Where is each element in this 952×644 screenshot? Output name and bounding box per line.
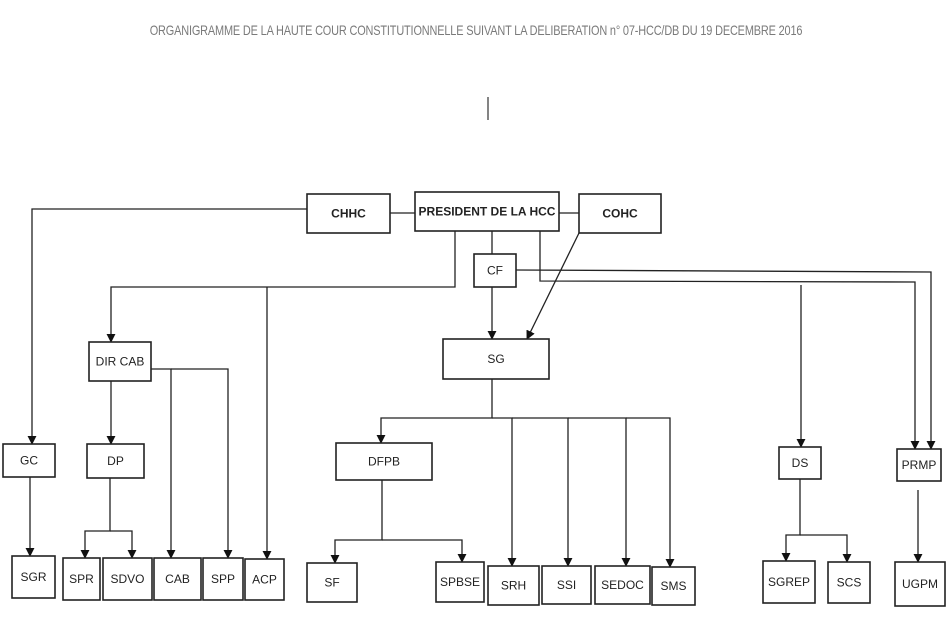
node-ugpm: UGPM (894, 561, 946, 607)
node-box-spbse (435, 561, 485, 603)
node-label-sgrep: SGREP (768, 575, 810, 589)
node-label-spp: SPP (211, 572, 235, 586)
connector-sg-to-dfpb (376, 379, 493, 444)
node-cohc: COHC (578, 193, 662, 234)
node-label-cohc: COHC (602, 207, 638, 221)
node-label-cab: CAB (165, 572, 190, 586)
connector-cohc-to-sg (526, 232, 580, 340)
node-box-sgrep (762, 560, 816, 604)
node-label-sdvo: SDVO (110, 572, 144, 586)
connector-sg-to-sedoc (568, 417, 631, 567)
node-dp: DP (86, 443, 145, 479)
node-box-chhc (306, 193, 391, 234)
node-box-spr (62, 557, 101, 601)
connector-sg-to-ssi (512, 417, 573, 567)
connector-dfpb-to-spbse (382, 539, 467, 563)
node-box-sg (442, 338, 550, 380)
node-label-ds: DS (792, 456, 809, 470)
node-label-sf: SF (324, 576, 339, 590)
node-spbse: SPBSE (435, 561, 485, 603)
connector-chhc-to-gc (27, 208, 307, 445)
node-prmp: PRMP (896, 448, 942, 482)
node-cf: CF (473, 253, 517, 288)
node-label-president: PRESIDENT DE LA HCC (419, 205, 556, 219)
node-label-sms: SMS (660, 579, 686, 593)
node-ds: DS (778, 446, 822, 480)
node-box-ugpm (894, 561, 946, 607)
node-label-sgr: SGR (20, 570, 46, 584)
node-label-gc: GC (20, 454, 38, 468)
node-chhc: CHHC (306, 193, 391, 234)
node-box-spp (202, 557, 244, 601)
node-label-chhc: CHHC (331, 207, 366, 221)
node-label-prmp: PRMP (902, 458, 937, 472)
node-acp: ACP (244, 558, 285, 601)
connector-sg-to-srh (492, 417, 517, 567)
node-box-sdvo (102, 557, 153, 601)
node-label-cf: CF (487, 264, 503, 278)
chart-title: ORGANIGRAMME DE LA HAUTE COUR CONSTITUTI… (149, 22, 803, 38)
connector-dircab-to-cab (151, 368, 176, 559)
node-box-dfpb (335, 442, 433, 481)
node-president: PRESIDENT DE LA HCC (414, 191, 560, 232)
node-label-spr: SPR (69, 572, 94, 586)
node-label-ssi: SSI (557, 578, 576, 592)
node-box-president (414, 191, 560, 232)
node-box-gc (2, 443, 56, 478)
connector-cf-to-prmp (515, 269, 936, 450)
node-label-spbse: SPBSE (440, 575, 480, 589)
connector-dp-to-spr (80, 478, 111, 559)
node-sgr: SGR (11, 555, 56, 599)
node-dircab: DIR CAB (88, 341, 152, 382)
node-sedoc: SEDOC (594, 565, 651, 605)
node-box-sgr (11, 555, 56, 599)
node-box-scs (827, 561, 871, 604)
node-sdvo: SDVO (102, 557, 153, 601)
node-box-srh (487, 565, 540, 606)
node-spr: SPR (62, 557, 101, 601)
node-box-dircab (88, 341, 152, 382)
node-sgrep: SGREP (762, 560, 816, 604)
connector-president-to-dircab (106, 231, 456, 343)
connector-ds-to-sgrep (781, 479, 801, 562)
node-box-cf (473, 253, 517, 288)
node-box-dp (86, 443, 145, 479)
node-box-sms (651, 566, 696, 606)
node-box-cab (153, 557, 202, 601)
node-box-prmp (896, 448, 942, 482)
node-label-srh: SRH (501, 579, 526, 593)
node-gc: GC (2, 443, 56, 478)
node-cab: CAB (153, 557, 202, 601)
node-sg: SG (442, 338, 550, 380)
node-label-ugpm: UGPM (902, 577, 938, 591)
node-srh: SRH (487, 565, 540, 606)
node-box-sf (306, 562, 358, 603)
node-scs: SCS (827, 561, 871, 604)
connector-dfpb-to-sf (330, 480, 383, 564)
node-spp: SPP (202, 557, 244, 601)
node-ssi: SSI (541, 565, 592, 605)
node-label-sedoc: SEDOC (601, 578, 644, 592)
node-label-dircab: DIR CAB (96, 355, 145, 369)
node-box-acp (244, 558, 285, 601)
node-box-cohc (578, 193, 662, 234)
node-label-dfpb: DFPB (368, 455, 400, 469)
connector-dircab-to-spp (171, 368, 233, 559)
node-box-ssi (541, 565, 592, 605)
node-label-scs: SCS (837, 576, 862, 590)
node-label-acp: ACP (252, 573, 277, 587)
node-label-sg: SG (487, 352, 504, 366)
node-box-sedoc (594, 565, 651, 605)
connector-president-to-prmp (539, 231, 920, 450)
connector-sg-to-sms (626, 417, 675, 568)
connector-dp-to-sdvo (110, 530, 137, 559)
node-box-ds (778, 446, 822, 480)
connector-ds-to-scs (800, 534, 852, 563)
node-label-dp: DP (107, 454, 124, 468)
node-dfpb: DFPB (335, 442, 433, 481)
node-sms: SMS (651, 566, 696, 606)
node-sf: SF (306, 562, 358, 603)
